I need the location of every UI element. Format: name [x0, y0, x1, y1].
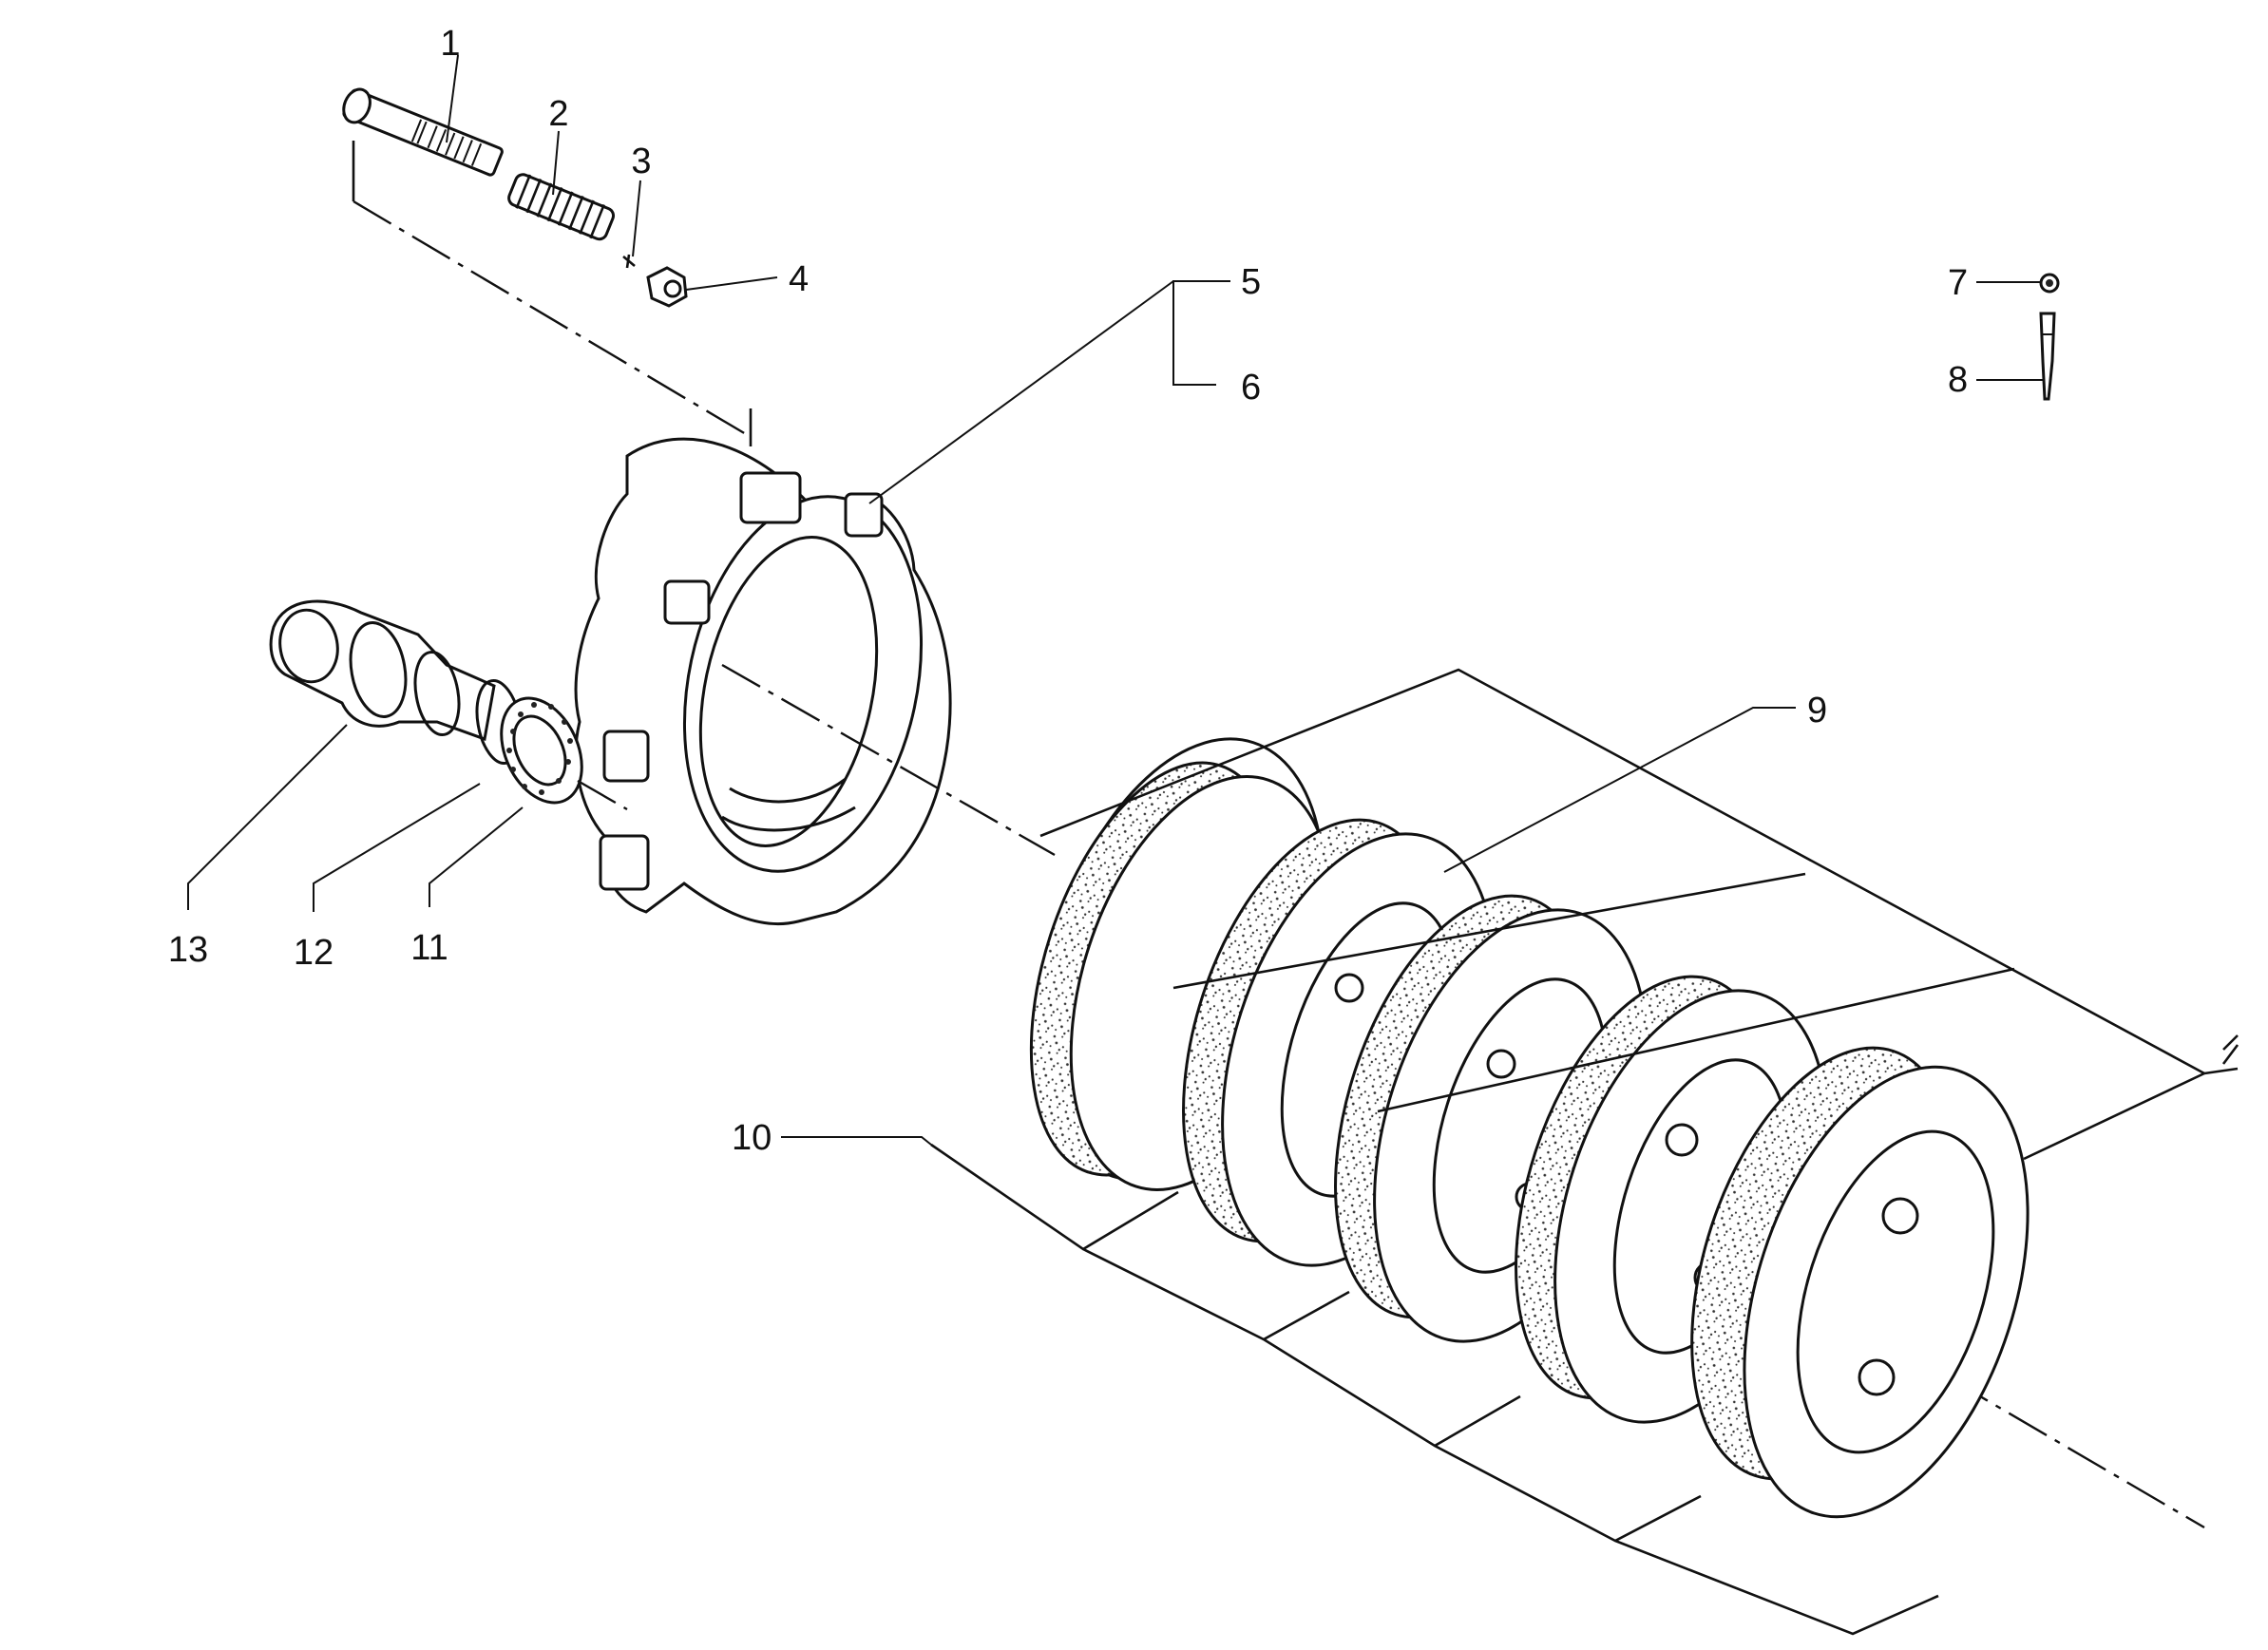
bolt-assembly — [342, 87, 753, 446]
shaft-assembly — [269, 599, 628, 811]
leader-lines — [187, 54, 2043, 1146]
small-parts — [2039, 273, 2060, 401]
callout-4: 4 — [789, 259, 809, 299]
pin-part-8 — [2039, 312, 2056, 401]
callout-5: 5 — [1241, 262, 1261, 302]
bearing-part-11 — [500, 696, 583, 805]
callout-6: 6 — [1241, 368, 1261, 408]
callout-11: 11 — [410, 928, 448, 968]
retainer-plate — [574, 437, 952, 926]
nut-part-4 — [646, 266, 688, 308]
clutch-plate-pack — [1029, 668, 2239, 1519]
grease-fitting-part-7 — [2039, 273, 2060, 294]
bolt-part-1 — [342, 87, 504, 177]
pin-part-3 — [622, 254, 636, 269]
callout-7: 7 — [1948, 263, 1968, 303]
callout-labels: 1 2 3 4 5 6 7 8 9 10 11 12 13 — [168, 24, 1968, 1158]
callout-1: 1 — [440, 24, 460, 64]
callout-12: 12 — [294, 933, 334, 973]
clutch-disc-5 — [1690, 1046, 2030, 1519]
spring-part-2 — [507, 173, 616, 241]
leader-10-bracket — [930, 1143, 1939, 1636]
callout-8: 8 — [1948, 360, 1968, 400]
callout-13: 13 — [168, 930, 208, 970]
callout-9: 9 — [1807, 691, 1827, 730]
callout-2: 2 — [548, 94, 568, 134]
shaft-part-13 — [269, 599, 496, 742]
callout-10: 10 — [732, 1118, 772, 1158]
callout-3: 3 — [631, 142, 651, 181]
